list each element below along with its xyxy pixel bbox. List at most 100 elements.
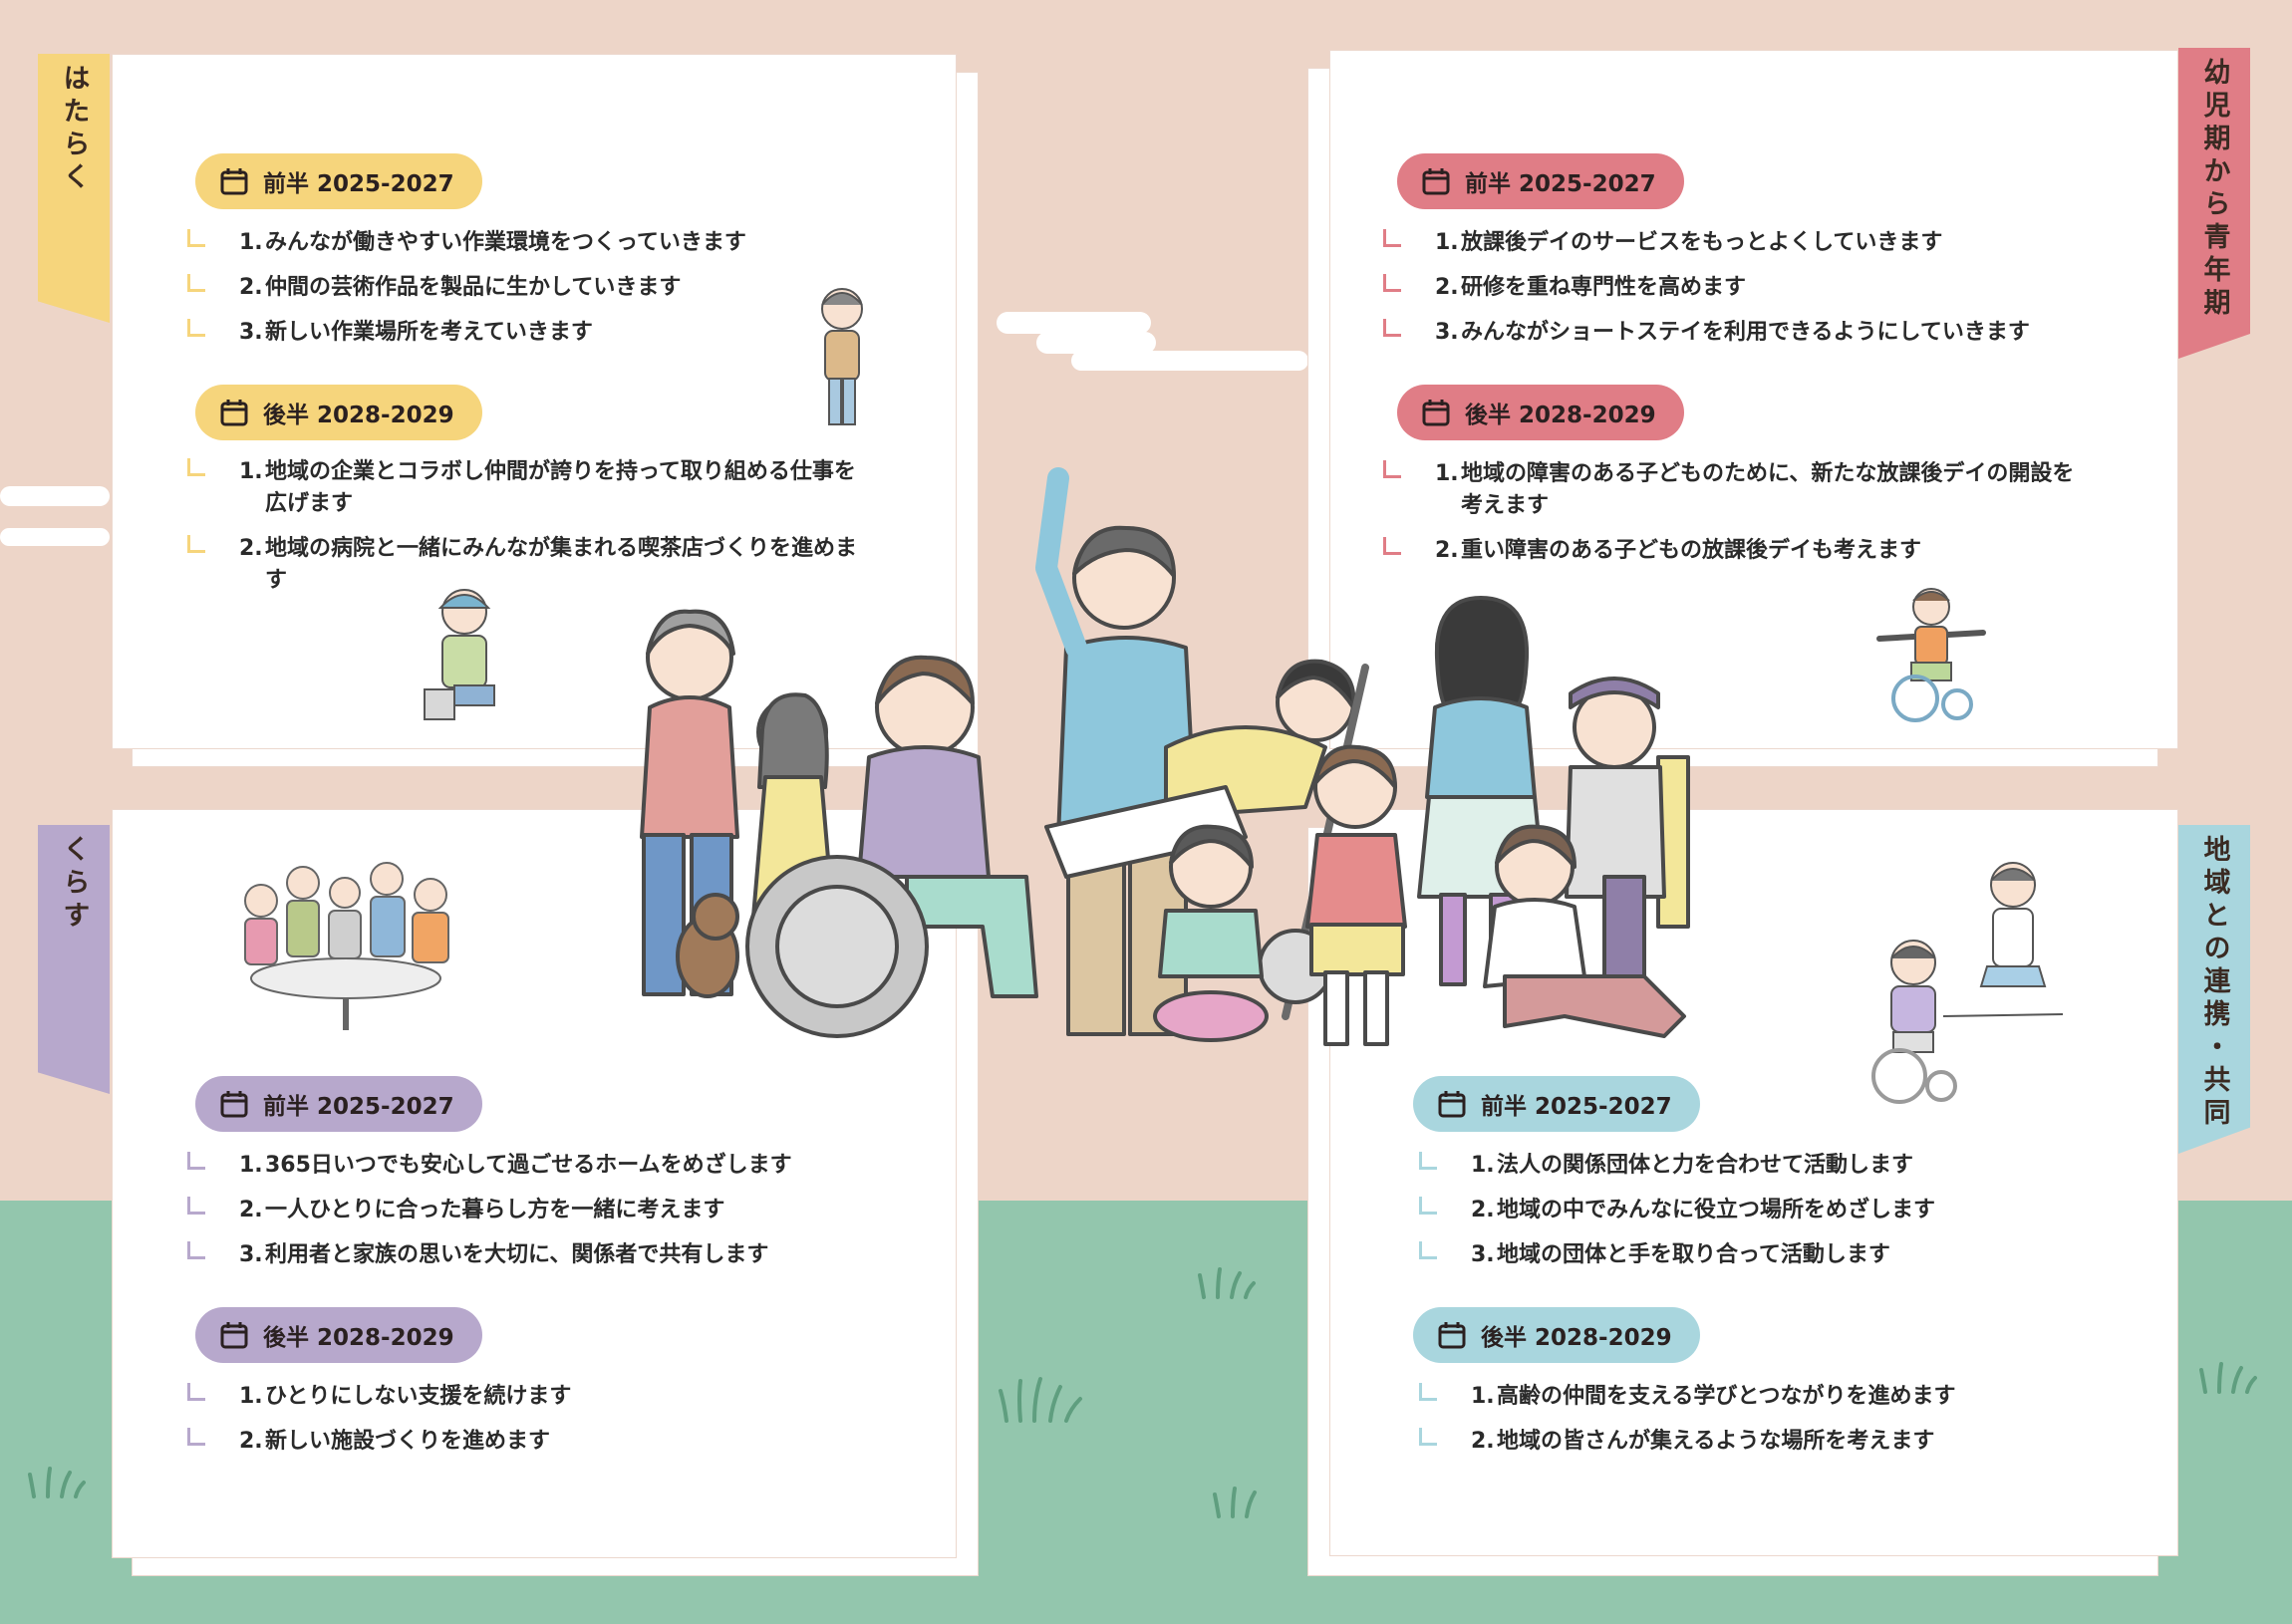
item-number: 3. bbox=[1471, 1242, 1495, 1267]
arrow-icon bbox=[187, 1197, 205, 1215]
item-number: 3. bbox=[1435, 320, 1459, 345]
item-text: 地域の皆さんが集えるような場所を考えます bbox=[1497, 1429, 1935, 1454]
period-pill-second: 後半 2028-2029 bbox=[195, 1307, 482, 1363]
tab-label: はたらく bbox=[58, 64, 90, 195]
list-item: 1.ひとりにしない支援を続けます bbox=[185, 1381, 923, 1413]
arrow-icon bbox=[1383, 537, 1401, 555]
cloud-decoration bbox=[0, 486, 110, 506]
arrow-icon bbox=[1383, 460, 1401, 478]
list-item: 3.みんながショートステイを利用できるようにしていきます bbox=[1381, 317, 2158, 349]
arrow-icon bbox=[187, 319, 205, 337]
item-text: 地域の病院と一緒にみんなが集まれる喫茶店づくりを進めます bbox=[265, 536, 858, 593]
list-item: 3.新しい作業場所を考えていきます bbox=[185, 317, 903, 349]
item-number: 2. bbox=[239, 1198, 263, 1222]
item-text: 新しい施設づくりを進めます bbox=[265, 1429, 551, 1454]
list-item: 1.みんなが働きやすい作業環境をつくっていきます bbox=[185, 227, 903, 259]
goal-list: 1.高齢の仲間を支える学びとつながりを進めます 2.地域の皆さんが集えるような場… bbox=[1417, 1381, 2154, 1471]
goal-list: 1.みんなが働きやすい作業環境をつくっていきます 2.仲間の芸術作品を製品に生か… bbox=[185, 227, 903, 362]
grass-decoration bbox=[1198, 1267, 1256, 1299]
arrow-icon bbox=[187, 1383, 205, 1401]
item-text: 利用者と家族の思いを大切に、関係者で共有します bbox=[265, 1242, 769, 1267]
cloud-decoration bbox=[1036, 332, 1156, 354]
list-item: 1.法人の関係団体と力を合わせて活動します bbox=[1417, 1150, 2154, 1182]
period-label: 後半 2028-2029 bbox=[263, 1325, 454, 1351]
dining-group-illustration bbox=[244, 862, 449, 1030]
period-pill-first: 前半 2025-2027 bbox=[195, 1076, 482, 1132]
grass-decoration bbox=[1213, 1487, 1257, 1518]
item-number: 2. bbox=[239, 536, 263, 561]
arrow-icon bbox=[187, 229, 205, 247]
cloud-decoration bbox=[0, 528, 110, 546]
arrow-icon bbox=[187, 274, 205, 292]
person-illustration bbox=[821, 288, 863, 425]
goal-list: 1.放課後デイのサービスをもっとよくしていきます 2.研修を重ね専門性を高めます… bbox=[1381, 227, 2158, 362]
item-number: 3. bbox=[239, 1242, 263, 1267]
calendar-icon bbox=[1438, 1091, 1466, 1118]
grass-decoration bbox=[28, 1467, 86, 1498]
calendar-icon bbox=[1438, 1322, 1466, 1349]
list-item: 2.地域の中でみんなに役立つ場所をめざします bbox=[1417, 1195, 2154, 1226]
cloud-decoration bbox=[997, 312, 1151, 334]
period-label: 前半 2025-2027 bbox=[263, 171, 454, 197]
list-item: 2.仲間の芸術作品を製品に生かしていきます bbox=[185, 272, 903, 304]
item-text: ひとりにしない支援を続けます bbox=[265, 1384, 572, 1409]
arrow-icon bbox=[1419, 1428, 1437, 1446]
item-text: 放課後デイのサービスをもっとよくしていきます bbox=[1461, 230, 1943, 255]
arrow-icon bbox=[1419, 1197, 1437, 1215]
period-label: 後半 2028-2029 bbox=[263, 403, 454, 428]
item-number: 1. bbox=[1471, 1384, 1495, 1409]
period-pill-second: 後半 2028-2029 bbox=[1413, 1307, 1700, 1363]
item-number: 1. bbox=[1471, 1153, 1495, 1178]
item-text: 365日いつでも安心して過ごせるホームをめざします bbox=[265, 1153, 792, 1178]
period-pill-second: 後半 2028-2029 bbox=[195, 385, 482, 440]
item-text: みんながショートステイを利用できるようにしていきます bbox=[1461, 320, 2030, 345]
list-item: 3.利用者と家族の思いを大切に、関係者で共有します bbox=[185, 1239, 923, 1271]
person-illustration bbox=[424, 589, 495, 720]
calendar-icon bbox=[220, 1091, 248, 1118]
tab-label: くらす bbox=[58, 835, 90, 934]
list-item: 2.一人ひとりに合った暮らし方を一緒に考えます bbox=[185, 1195, 923, 1226]
item-number: 2. bbox=[1471, 1429, 1495, 1454]
group-illustration bbox=[640, 467, 1690, 1046]
period-label: 前半 2025-2027 bbox=[1481, 1094, 1672, 1120]
calendar-icon bbox=[220, 1322, 248, 1349]
item-text: 新しい作業場所を考えていきます bbox=[265, 320, 593, 345]
list-item: 1.地域の企業とコラボし仲間が誇りを持って取り組める仕事を広げます bbox=[185, 456, 883, 520]
period-pill-first: 前半 2025-2027 bbox=[1413, 1076, 1700, 1132]
arrow-icon bbox=[1419, 1152, 1437, 1170]
goal-list: 1.地域の障害のある子どものために、新たな放課後デイの開設を考えます 2.重い障… bbox=[1381, 458, 2119, 580]
tab-kurasu: くらす bbox=[38, 825, 110, 1094]
item-number: 1. bbox=[1435, 461, 1459, 486]
item-text: 重い障害のある子どもの放課後デイも考えます bbox=[1461, 538, 1922, 563]
item-number: 2. bbox=[1435, 275, 1459, 300]
period-pill-second: 後半 2028-2029 bbox=[1397, 385, 1684, 440]
period-label: 前半 2025-2027 bbox=[263, 1094, 454, 1120]
item-number: 1. bbox=[239, 1384, 263, 1409]
list-item: 2.地域の病院と一緒にみんなが集まれる喫茶店づくりを進めます bbox=[185, 533, 883, 597]
item-number: 1. bbox=[1435, 230, 1459, 255]
tab-youji: 幼児期から青年期 bbox=[2178, 48, 2250, 359]
list-item: 2.重い障害のある子どもの放課後デイも考えます bbox=[1381, 535, 2119, 567]
period-label: 前半 2025-2027 bbox=[1465, 171, 1656, 197]
calendar-icon bbox=[220, 400, 248, 426]
arrow-icon bbox=[1419, 1241, 1437, 1259]
item-text: みんなが働きやすい作業環境をつくっていきます bbox=[265, 230, 746, 255]
tab-label: 地域との連携・共同 bbox=[2198, 835, 2230, 1131]
item-text: 地域の団体と手を取り合って活動します bbox=[1497, 1242, 1890, 1267]
item-number: 2. bbox=[239, 1429, 263, 1454]
arrow-icon bbox=[187, 535, 205, 553]
cloud-decoration bbox=[1071, 351, 1308, 371]
arrow-icon bbox=[187, 1152, 205, 1170]
list-item: 1.高齢の仲間を支える学びとつながりを進めます bbox=[1417, 1381, 2154, 1413]
item-number: 1. bbox=[239, 230, 263, 255]
period-label: 後半 2028-2029 bbox=[1465, 403, 1656, 428]
item-number: 2. bbox=[239, 275, 263, 300]
tab-hataraku: はたらく bbox=[38, 54, 110, 323]
list-item: 2.研修を重ね専門性を高めます bbox=[1381, 272, 2158, 304]
arrow-icon bbox=[1419, 1383, 1437, 1401]
item-number: 2. bbox=[1471, 1198, 1495, 1222]
period-label: 後半 2028-2029 bbox=[1481, 1325, 1672, 1351]
item-text: 地域の障害のある子どものために、新たな放課後デイの開設を考えます bbox=[1461, 461, 2075, 518]
list-item: 2.新しい施設づくりを進めます bbox=[185, 1426, 923, 1458]
list-item: 1.地域の障害のある子どものために、新たな放課後デイの開設を考えます bbox=[1381, 458, 2119, 522]
